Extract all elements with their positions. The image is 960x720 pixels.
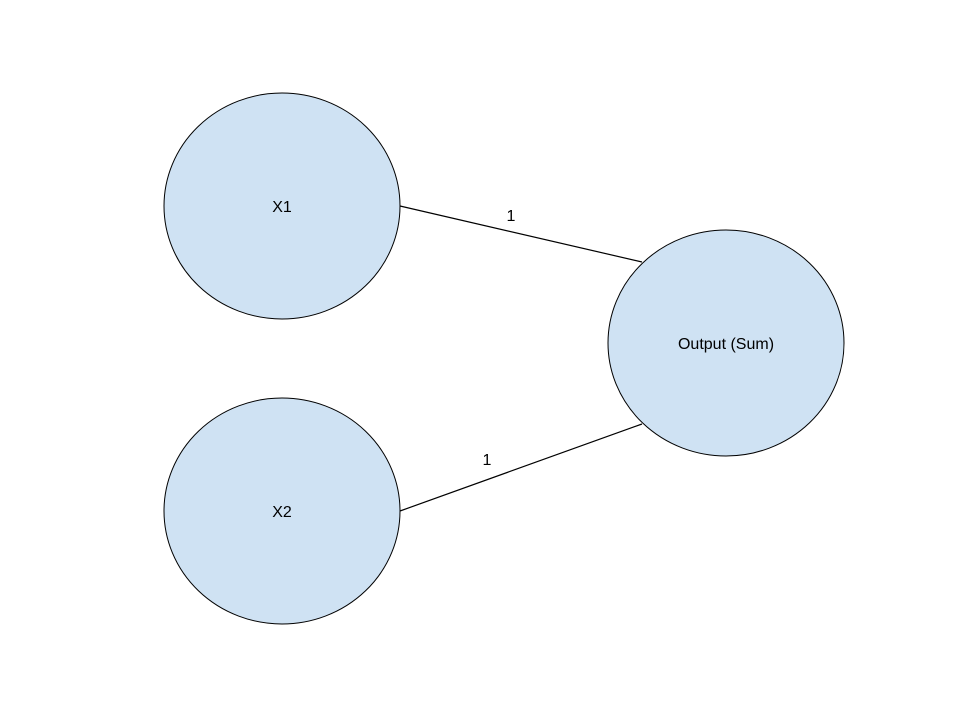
- edge-weight-label-x1: 1: [507, 208, 516, 225]
- node-x2: X2: [163, 397, 401, 625]
- node-output-label: Output (Sum): [678, 336, 774, 353]
- node-x1-circle: [163, 92, 401, 320]
- node-x1: X1: [163, 92, 401, 320]
- edge-weight-label-x2: 1: [483, 452, 492, 469]
- node-output-circle: [607, 229, 845, 457]
- node-output: Output (Sum): [607, 229, 845, 457]
- edge-x1-to-output: [399, 205, 643, 263]
- node-x2-label: X2: [272, 504, 292, 521]
- node-x1-label: X1: [272, 199, 292, 216]
- edge-x2-to-output: [399, 423, 643, 512]
- node-x2-circle: [163, 397, 401, 625]
